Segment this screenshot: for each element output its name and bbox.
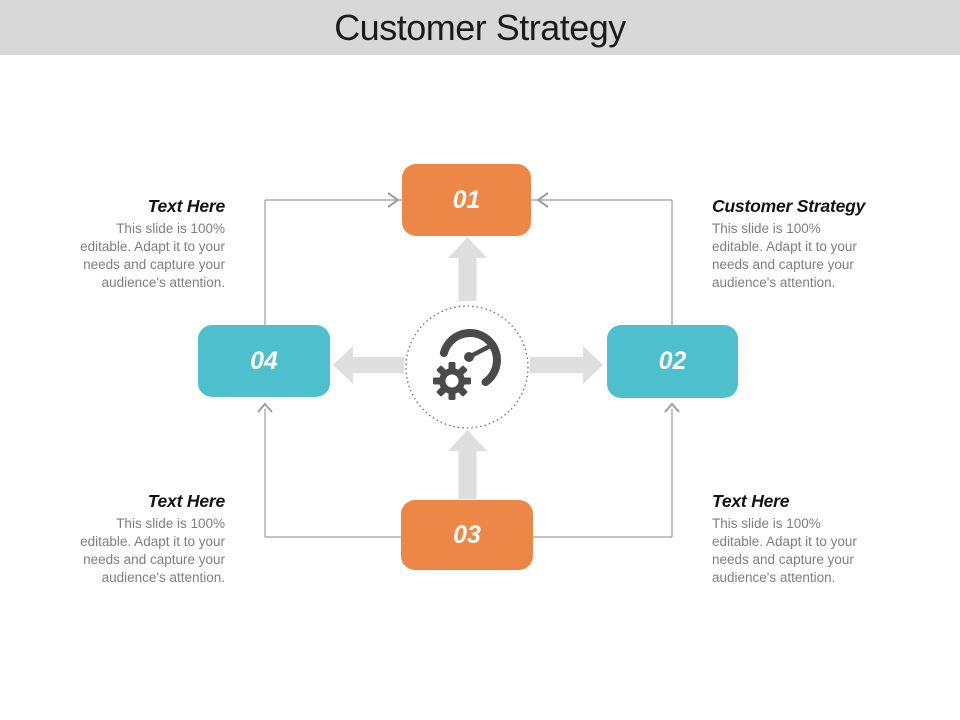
arrowhead-up-left-icon	[257, 402, 273, 413]
text-block-line: audience's attention.	[712, 570, 836, 585]
text-block-line: editable. Adapt it to your	[712, 534, 857, 549]
center-circle	[405, 305, 529, 429]
text-block-bottom-right: Text Here This slide is 100% editable. A…	[712, 491, 892, 587]
text-block-line: audience's attention.	[101, 275, 225, 290]
gear-icon	[433, 362, 471, 400]
text-block-line: audience's attention.	[101, 570, 225, 585]
thick-arrow-right-icon	[530, 346, 603, 384]
gauge-arc	[439, 329, 501, 387]
text-block-line: editable. Adapt it to your	[80, 534, 225, 549]
arrowhead-up-right-icon	[664, 402, 680, 413]
text-block-line: editable. Adapt it to your	[712, 239, 857, 254]
text-block-heading: Text Here	[147, 196, 226, 216]
step-number: 04	[250, 346, 278, 375]
arrowhead-left-icon	[536, 192, 549, 208]
text-block-line: needs and capture your	[712, 552, 854, 567]
text-block-line: needs and capture your	[712, 257, 854, 272]
text-block-bottom-left: Text Here This slide is 100% editable. A…	[55, 491, 225, 587]
text-block-line: needs and capture your	[83, 257, 225, 272]
text-block-line: This slide is 100%	[712, 221, 821, 236]
arrowhead-right-icon	[387, 192, 400, 208]
step-box-04: 04	[198, 325, 330, 397]
thick-arrows	[333, 237, 603, 499]
step-box-02: 02	[607, 325, 738, 398]
thick-arrow-up-icon	[448, 237, 487, 301]
slide-title-bar: Customer Strategy	[0, 0, 960, 55]
step-number: 01	[452, 185, 481, 214]
connector-arrowheads	[257, 192, 680, 413]
thick-arrow-bottom-icon	[448, 430, 487, 499]
text-block-line: editable. Adapt it to your	[80, 239, 225, 254]
text-block-line: This slide is 100%	[116, 516, 225, 531]
text-block-line: This slide is 100%	[712, 516, 821, 531]
text-block-top-right: Customer Strategy This slide is 100% edi…	[712, 196, 892, 292]
step-number: 02	[658, 347, 687, 375]
thick-arrow-left-icon	[333, 346, 404, 384]
text-block-heading: Text Here	[712, 491, 790, 511]
step-box-01: 01	[402, 164, 531, 236]
text-block-line: This slide is 100%	[116, 221, 225, 236]
text-block-top-left: Text Here This slide is 100% editable. A…	[55, 196, 225, 292]
text-block-line: needs and capture your	[83, 552, 225, 567]
step-box-03: 03	[401, 500, 533, 570]
text-block-heading: Text Here	[147, 491, 226, 511]
text-block-heading: Customer Strategy	[712, 196, 866, 216]
text-block-line: audience's attention.	[712, 275, 836, 290]
step-number: 03	[453, 520, 481, 549]
gauge-icon	[433, 329, 501, 400]
gauge-needle-pivot	[464, 352, 474, 362]
slide-title: Customer Strategy	[334, 6, 626, 48]
